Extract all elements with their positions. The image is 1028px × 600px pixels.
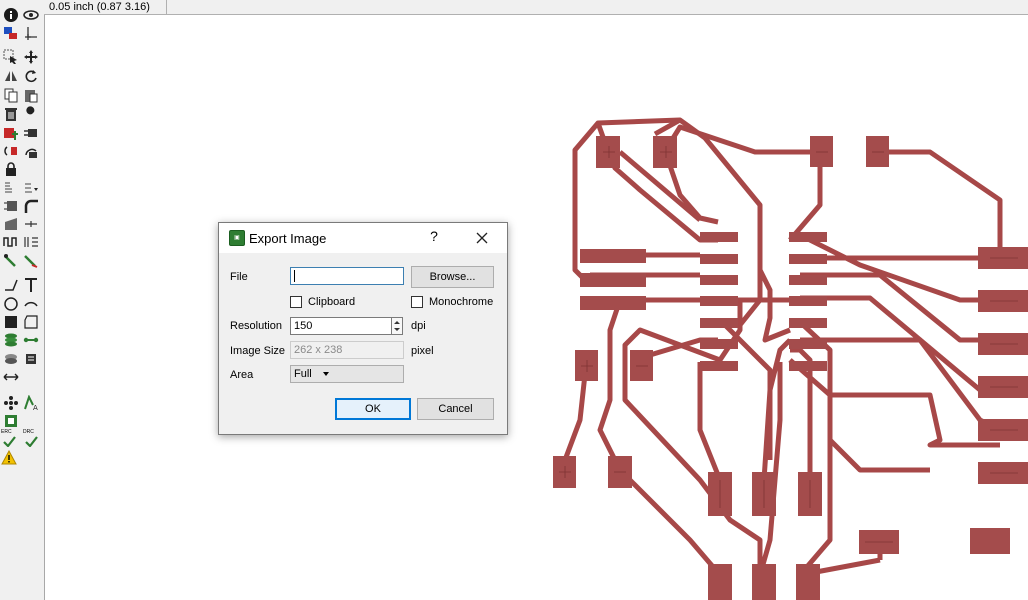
resolution-spinner[interactable]	[391, 317, 403, 335]
cancel-button[interactable]: Cancel	[417, 398, 494, 420]
image-size-label: Image Size	[230, 345, 286, 357]
app-icon: ▣	[229, 230, 245, 246]
ripup-icon[interactable]	[22, 252, 40, 270]
replace-icon[interactable]	[2, 142, 20, 160]
paste-icon[interactable]	[22, 86, 40, 104]
name-icon[interactable]	[2, 179, 20, 197]
chevron-down-icon	[323, 372, 329, 376]
circle-icon[interactable]	[2, 295, 20, 313]
image-size-unit: pixel	[411, 345, 434, 357]
ok-button[interactable]: OK	[335, 398, 411, 420]
dialog-titlebar: ▣ Export Image ?	[219, 223, 507, 253]
pcb-layout	[553, 117, 1028, 600]
image-size-value: 262 x 238	[294, 344, 343, 356]
coordinate-readout: 0.05 inch (0.87 3.16)	[49, 1, 150, 13]
attribute-icon[interactable]	[22, 350, 40, 368]
signal-icon[interactable]	[22, 331, 40, 349]
copy-icon[interactable]	[2, 86, 20, 104]
pcb-silkscreen	[559, 146, 1018, 543]
lock-icon[interactable]	[2, 160, 20, 178]
delete-icon[interactable]	[2, 105, 20, 123]
miter-icon[interactable]	[22, 197, 40, 215]
board-canvas[interactable]	[45, 15, 1028, 600]
resolution-unit: dpi	[411, 320, 426, 332]
resolution-value: 150	[294, 320, 313, 332]
info-icon[interactable]	[2, 6, 20, 24]
dimension-icon[interactable]	[2, 368, 20, 386]
close-icon[interactable]	[471, 227, 493, 249]
move-icon[interactable]	[22, 48, 40, 66]
area-select[interactable]: Full	[290, 365, 404, 383]
resolution-label: Resolution	[230, 320, 282, 332]
add-part-icon[interactable]	[2, 124, 20, 142]
hole-icon[interactable]	[2, 350, 20, 368]
dialog-title: Export Image	[249, 231, 327, 246]
route-icon[interactable]	[2, 252, 20, 270]
ratsnest-icon[interactable]	[2, 394, 20, 412]
mirror-icon[interactable]	[2, 67, 20, 85]
clipboard-checkbox[interactable]	[290, 296, 302, 308]
split-icon[interactable]	[2, 215, 20, 233]
eye-icon[interactable]	[22, 6, 40, 24]
area-label: Area	[230, 369, 254, 381]
svg-text:A: A	[33, 404, 38, 411]
drc-label: DRC	[23, 429, 34, 435]
select-icon[interactable]	[2, 48, 20, 66]
wire-icon[interactable]	[2, 276, 20, 294]
coordinate-separator	[166, 0, 167, 14]
layer-stack-icon[interactable]	[2, 412, 20, 430]
warning-icon[interactable]	[0, 449, 18, 467]
pcb-traces	[562, 117, 1003, 578]
clipboard-label: Clipboard	[308, 296, 356, 308]
optimize-icon[interactable]	[22, 215, 40, 233]
arc-icon[interactable]	[22, 295, 40, 313]
text-caret	[294, 270, 295, 282]
coordinate-bar: 0.05 inch (0.87 3.16)	[44, 0, 1028, 15]
file-label: File	[230, 271, 248, 283]
erc-label: ERC	[1, 429, 12, 435]
spinner-arrows-icon	[394, 321, 400, 331]
text-icon[interactable]	[22, 276, 40, 294]
pinswap-icon[interactable]	[22, 124, 40, 142]
file-input[interactable]	[290, 267, 404, 285]
mark-icon[interactable]	[22, 24, 40, 42]
rotate-icon[interactable]	[22, 67, 40, 85]
layer-settings-icon[interactable]	[2, 24, 20, 42]
area-value: Full	[294, 368, 312, 380]
gateswap-icon[interactable]	[22, 142, 40, 160]
monochrome-label: Monochrome	[429, 296, 494, 308]
rectangle-icon[interactable]	[2, 313, 20, 331]
bus-icon[interactable]	[22, 233, 40, 251]
polygon-icon[interactable]	[22, 313, 40, 331]
monochrome-checkbox[interactable]	[411, 296, 423, 308]
help-button[interactable]: ?	[430, 228, 438, 244]
autorouter-icon[interactable]: A	[22, 394, 40, 412]
command-toolbar: A ERC DRC	[0, 0, 45, 600]
smash-icon[interactable]	[2, 197, 20, 215]
erc-icon[interactable]	[0, 430, 18, 448]
wrench-icon[interactable]	[22, 105, 40, 123]
browse-button[interactable]: Browse...	[411, 266, 494, 288]
resolution-input[interactable]: 150	[290, 317, 393, 335]
image-size-field: 262 x 238	[290, 341, 404, 359]
value-icon[interactable]	[22, 179, 40, 197]
via-icon[interactable]	[2, 331, 20, 349]
meander-icon[interactable]	[2, 233, 20, 251]
export-image-dialog: ▣ Export Image ? File Browse... Clipboar…	[218, 222, 508, 435]
drc-icon[interactable]	[22, 430, 40, 448]
